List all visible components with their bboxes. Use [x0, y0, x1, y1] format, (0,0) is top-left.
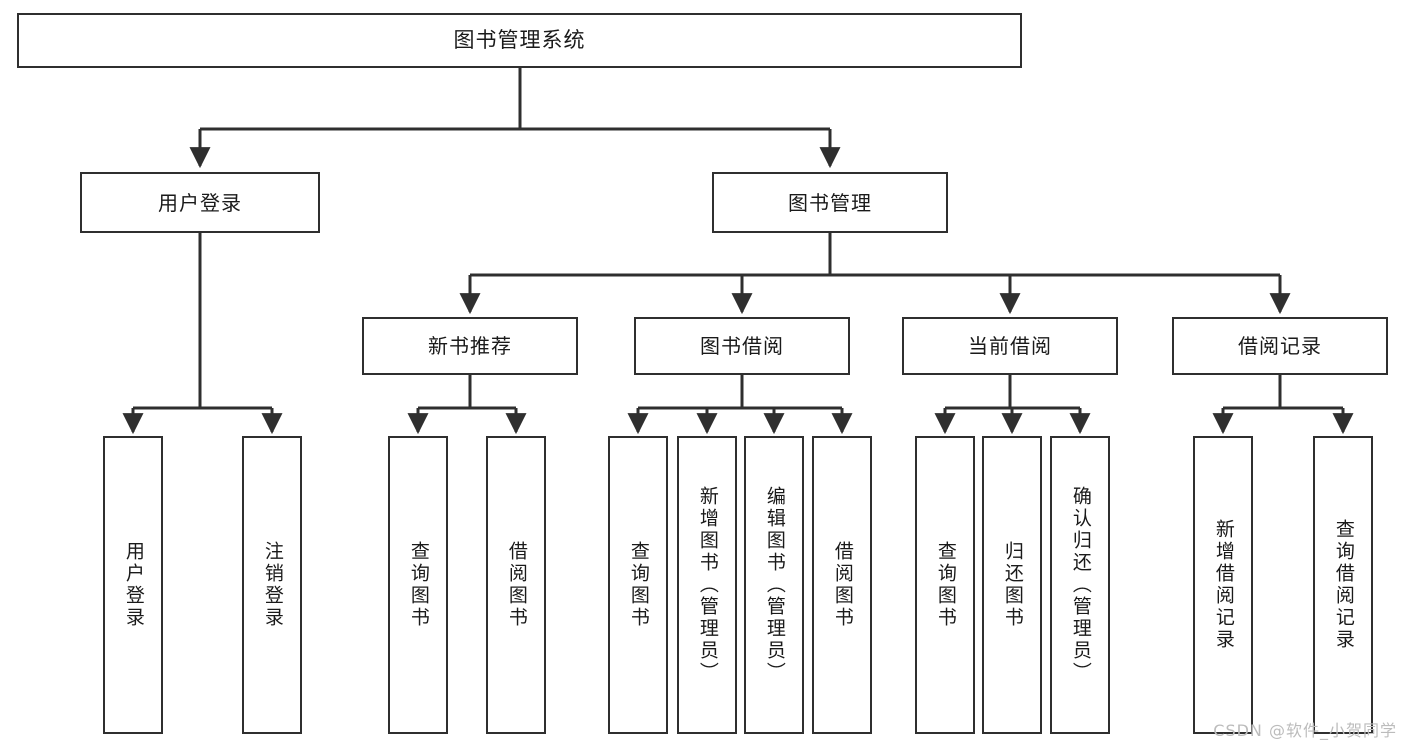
- node-label: 图书管理: [788, 190, 872, 215]
- leaf-query-book-recommendation[interactable]: 查询图书: [388, 436, 448, 734]
- node-label: 借阅记录: [1238, 334, 1322, 358]
- node-label: 当前借阅: [968, 334, 1052, 358]
- leaf-return-book[interactable]: 归还图书: [982, 436, 1042, 734]
- node-label: 图书借阅: [700, 334, 784, 358]
- node-label: 查询借阅记录: [1332, 519, 1355, 651]
- leaf-query-borrow-record[interactable]: 查询借阅记录: [1313, 436, 1373, 734]
- node-new-book-recommendation[interactable]: 新书推荐: [362, 317, 578, 375]
- leaf-query-book-current[interactable]: 查询图书: [915, 436, 975, 734]
- node-label: 注销登录: [261, 541, 284, 629]
- node-label: 新增图书（管理员）: [696, 486, 719, 684]
- leaf-add-book-admin[interactable]: 新增图书（管理员）: [677, 436, 737, 734]
- leaf-add-borrow-record[interactable]: 新增借阅记录: [1193, 436, 1253, 734]
- node-root-book-management-system[interactable]: 图书管理系统: [17, 13, 1022, 68]
- csdn-watermark: CSDN @软件_小贺同学: [1213, 721, 1397, 740]
- node-label: 查询图书: [627, 541, 650, 629]
- node-current-borrowing[interactable]: 当前借阅: [902, 317, 1118, 375]
- node-label: 用户登录: [158, 190, 242, 215]
- node-label: 用户登录: [122, 541, 145, 629]
- node-book-management[interactable]: 图书管理: [712, 172, 948, 233]
- node-label: 归还图书: [1001, 541, 1024, 629]
- node-label: 借阅图书: [831, 541, 854, 629]
- node-label: 借阅图书: [505, 541, 528, 629]
- node-label: 新增借阅记录: [1212, 519, 1235, 651]
- leaf-confirm-return-admin[interactable]: 确认归还（管理员）: [1050, 436, 1110, 734]
- node-label: 图书管理系统: [453, 27, 586, 52]
- node-label: 查询图书: [934, 541, 957, 629]
- leaf-query-book-borrowing[interactable]: 查询图书: [608, 436, 668, 734]
- node-borrow-records[interactable]: 借阅记录: [1172, 317, 1388, 375]
- node-book-borrowing[interactable]: 图书借阅: [634, 317, 850, 375]
- leaf-borrow-book-recommendation[interactable]: 借阅图书: [486, 436, 546, 734]
- node-label: 编辑图书（管理员）: [763, 486, 786, 684]
- node-label: 查询图书: [407, 541, 430, 629]
- node-label: 确认归还（管理员）: [1069, 486, 1092, 684]
- node-user-login[interactable]: 用户登录: [80, 172, 320, 233]
- leaf-logout[interactable]: 注销登录: [242, 436, 302, 734]
- leaf-user-login[interactable]: 用户登录: [103, 436, 163, 734]
- node-label: 新书推荐: [428, 334, 512, 358]
- leaf-edit-book-admin[interactable]: 编辑图书（管理员）: [744, 436, 804, 734]
- leaf-borrow-book-borrowing[interactable]: 借阅图书: [812, 436, 872, 734]
